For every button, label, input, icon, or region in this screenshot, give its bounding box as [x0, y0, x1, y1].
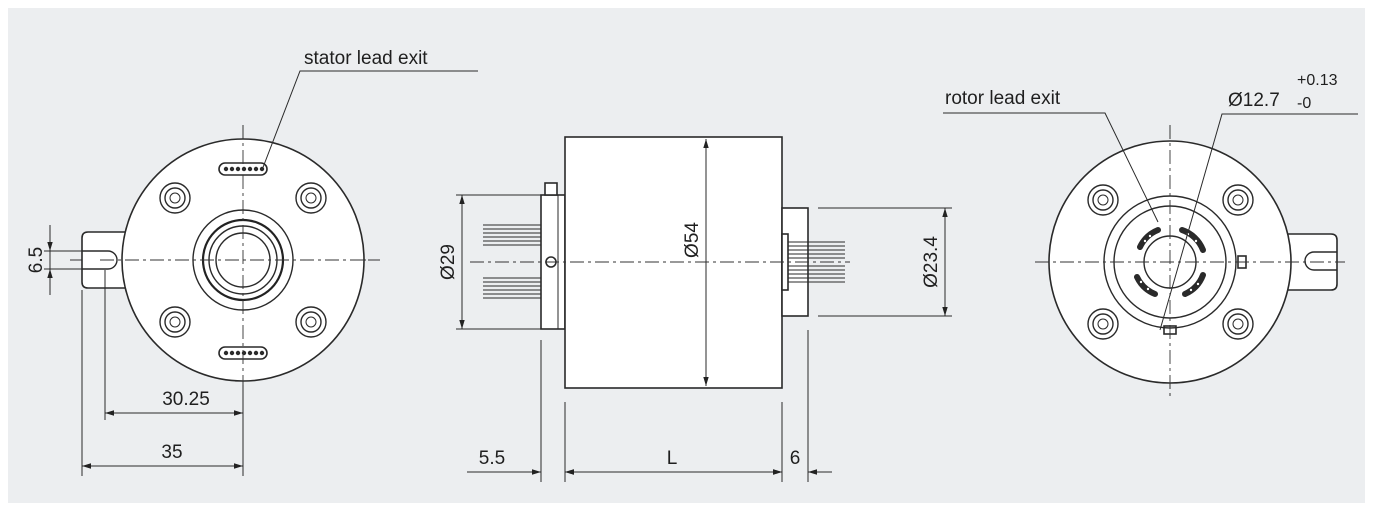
- tab-slot: [82, 250, 118, 270]
- body-length-dimension: L: [667, 448, 678, 469]
- rotor-wires: [788, 241, 845, 283]
- rotor-lead-exit-label: rotor lead exit: [945, 88, 1061, 109]
- stator-wires: [483, 224, 541, 299]
- main-body: [564, 136, 783, 389]
- mounting-hole-icon: [1087, 184, 1254, 340]
- stator-lead-exit-leader: [261, 70, 478, 171]
- rotor-diameter-dimension: Ø23.4: [921, 236, 942, 288]
- stator-end-view: 6.5 30.25 35 stator lead exit: [26, 48, 478, 476]
- mounting-hole-icon: [159, 182, 327, 338]
- bore-diameter-leader: [1159, 113, 1358, 331]
- stator-lead-exit-label: stator lead exit: [304, 48, 428, 69]
- tab-slot: [1304, 251, 1337, 271]
- body-diameter-dimension: Ø54: [682, 222, 703, 258]
- tab-outer-dimension: 35: [161, 442, 182, 463]
- tab-width-dimension: 6.5: [26, 247, 47, 273]
- bore-tolerance-lower: -0: [1297, 95, 1311, 112]
- flange-screw-head: [544, 182, 558, 196]
- tab-center-dimension: 30.25: [162, 389, 210, 410]
- flange-length-dimension: 5.5: [479, 448, 505, 469]
- rotor-end-view: rotor lead exit Ø12.7 +0.13 -0: [943, 72, 1358, 400]
- stator-diameter-dimension: Ø29: [438, 244, 459, 280]
- bore-tolerance-upper: +0.13: [1297, 72, 1338, 89]
- mounting-tab: [1279, 233, 1338, 291]
- rotor-length-dimension: 6: [790, 448, 801, 469]
- rotor-lead-exit-arcs: [1134, 227, 1206, 297]
- rotor-lead-exit-leader: [943, 112, 1159, 223]
- bore-diameter-label: Ø12.7: [1228, 90, 1280, 111]
- side-view: Ø29 Ø54 Ø23.4 5.5 L 6: [438, 136, 952, 482]
